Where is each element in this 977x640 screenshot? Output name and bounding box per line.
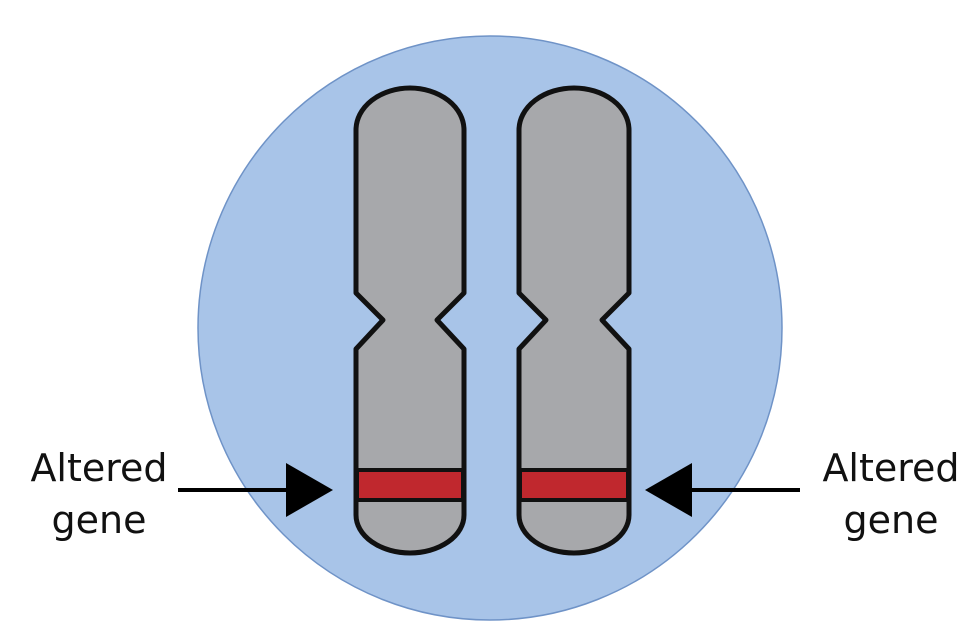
chromosome-left — [353, 85, 467, 556]
altered-gene-label-left-line2: gene — [51, 498, 147, 542]
cell-circle — [197, 35, 783, 621]
arrow-right — [645, 463, 800, 517]
chromosome-left-body — [353, 85, 467, 556]
arrow-left — [178, 463, 333, 517]
altered-gene-band-left — [355, 468, 465, 502]
arrow-right-head — [645, 463, 692, 517]
altered-gene-label-left-line1: Altered — [30, 446, 168, 490]
altered-gene-label-left: Altered gene — [14, 442, 184, 546]
arrow-left-head — [286, 463, 333, 517]
chromosome-right-body — [516, 85, 632, 556]
altered-gene-label-right-line2: gene — [843, 498, 939, 542]
altered-gene-band-right — [518, 468, 630, 502]
chromosome-right — [516, 85, 632, 556]
altered-gene-label-right-line1: Altered — [822, 446, 960, 490]
altered-gene-label-right: Altered gene — [806, 442, 976, 546]
